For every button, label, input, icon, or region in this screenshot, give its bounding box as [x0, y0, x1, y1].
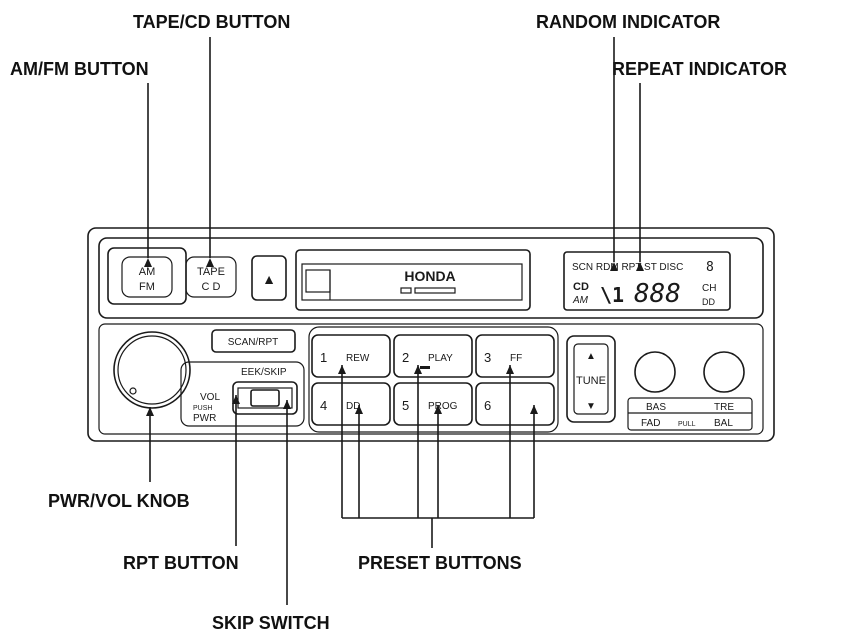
preset-number: 1: [320, 350, 327, 365]
pull-label: PULL: [678, 421, 696, 428]
bal-label: BAL: [714, 418, 733, 429]
am-fm-button[interactable]: AM FM: [107, 247, 187, 305]
arrowhead: [146, 407, 154, 416]
preset-function-label: PLAY: [428, 353, 453, 364]
display-indicator-row: SCN RDM RPT ST DISC: [572, 262, 683, 273]
seek-skip-label: EEK/SKIP: [241, 367, 287, 378]
arrowhead: [636, 262, 644, 271]
tune-up-icon: ▲: [586, 351, 596, 362]
display-band-glyph: \1: [600, 283, 624, 307]
skip-switch[interactable]: [232, 381, 298, 415]
display-am: AM: [572, 295, 589, 306]
bass-fader-knob[interactable]: [634, 351, 676, 393]
preset-number: 6: [484, 398, 491, 413]
arrowhead: [610, 262, 618, 271]
display-ch: CH: [702, 283, 716, 294]
preset-number: 5: [402, 398, 409, 413]
am-fm-label-am: AM: [139, 266, 156, 278]
leader-lines: [147, 37, 641, 605]
tape-cd-button[interactable]: TAPE C D: [185, 256, 237, 298]
preset-button-5[interactable]: 5 PROG: [393, 382, 473, 426]
arrowhead: [530, 405, 538, 414]
scan-rpt-button[interactable]: SCAN/RPT: [211, 329, 296, 353]
preset-buttons: 1 REW 2 PLAY 3 FF 4 DD 5 PROG 6: [311, 334, 555, 426]
lower-panel: [98, 323, 764, 435]
am-fm-label-fm: FM: [139, 281, 155, 293]
tape-cd-label-cd: C D: [202, 281, 221, 293]
play-indicator-bar: [420, 366, 430, 369]
preset-button-6[interactable]: 6: [475, 382, 555, 426]
tape-cd-label-tape: TAPE: [197, 266, 225, 278]
callout-pwr-vol-knob: PWR/VOL KNOB: [48, 491, 190, 511]
scan-rpt-label: SCAN/RPT: [228, 337, 279, 348]
preset-button-2[interactable]: 2 PLAY: [393, 334, 473, 378]
preset-function-label: DD: [346, 401, 360, 412]
fad-label: FAD: [641, 418, 660, 429]
tre-label: TRE: [714, 402, 734, 413]
preset-button-1[interactable]: 1 REW: [311, 334, 391, 378]
eject-button[interactable]: ▲: [251, 255, 287, 301]
arrowhead: [338, 365, 346, 374]
pwr-label: PWR: [193, 413, 216, 424]
tune-rocker[interactable]: ▲ TUNE ▼: [566, 335, 616, 423]
vol-label: VOL: [200, 392, 220, 403]
callout-random-indicator: RANDOM INDICATOR: [536, 12, 720, 32]
callout-repeat-indicator: REPEAT INDICATOR: [612, 59, 787, 79]
callout-am-fm-button: AM/FM BUTTON: [10, 59, 149, 79]
preset-number: 4: [320, 398, 327, 413]
treble-balance-knob[interactable]: [703, 351, 745, 393]
preset-buttons-group: [308, 326, 559, 433]
brand-logo: HONDA: [404, 268, 455, 284]
tune-label: TUNE: [576, 375, 606, 387]
arrowhead: [414, 365, 422, 374]
preset-number: 3: [484, 350, 491, 365]
eject-icon: ▲: [262, 271, 276, 287]
leader-arrowheads: [144, 258, 644, 416]
display-dd: DD: [702, 297, 715, 307]
arrowhead: [283, 400, 291, 409]
preset-button-4[interactable]: 4 DD: [311, 382, 391, 426]
arrowhead: [232, 395, 240, 404]
tone-label-panel: [627, 397, 753, 431]
vol-skip-panel: [180, 361, 305, 427]
preset-button-3[interactable]: 3 FF: [475, 334, 555, 378]
display-freq-digits: 888: [634, 279, 681, 309]
callout-rpt-button: RPT BUTTON: [123, 553, 239, 573]
tune-down-icon: ▼: [586, 401, 596, 412]
callout-tape-cd-button: TAPE/CD BUTTON: [133, 12, 290, 32]
preset-number: 2: [402, 350, 409, 365]
arrowhead: [206, 258, 214, 267]
bas-label: BAS: [646, 402, 666, 413]
push-label: PUSH: [193, 405, 212, 412]
callout-skip-switch: SKIP SWITCH: [212, 613, 330, 633]
preset-function-label: PROG: [428, 401, 458, 412]
display-disc-digit: 8: [706, 260, 714, 275]
preset-function-label: REW: [346, 353, 370, 364]
display-cd: CD: [573, 281, 589, 293]
arrowhead: [506, 365, 514, 374]
preset-function-label: FF: [510, 353, 522, 364]
cassette-slot: HONDA: [295, 249, 531, 311]
callout-preset-buttons: PRESET BUTTONS: [358, 553, 522, 573]
lcd-display: SCN RDM RPT ST DISC 8 CD AM \1 888 CH DD: [563, 251, 731, 311]
pwr-vol-knob[interactable]: [113, 331, 191, 409]
arrowhead: [144, 258, 152, 267]
arrowhead: [434, 405, 442, 414]
arrowhead: [355, 405, 363, 414]
